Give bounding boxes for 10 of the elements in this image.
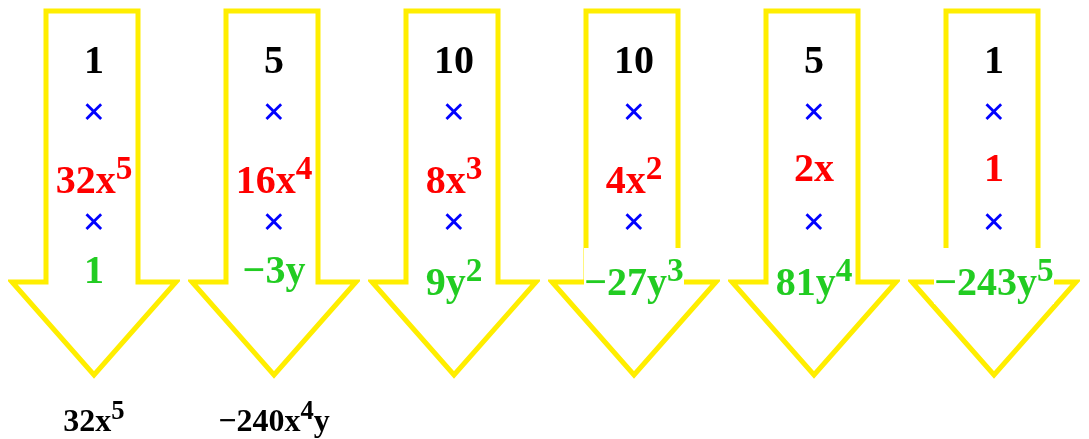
column-box [8,8,180,380]
column-box [368,8,540,380]
result-term: 32x$^{5}$ [63,394,125,439]
y-power-term: −27y$^{3}$ [584,248,684,305]
column-box [728,8,900,380]
column-box [908,8,1080,380]
y-power-term: −243y$^{5}$ [934,248,1054,305]
column-box [188,8,360,380]
column-box [548,8,720,380]
result-term: −240x$^{4}$y [218,394,330,439]
